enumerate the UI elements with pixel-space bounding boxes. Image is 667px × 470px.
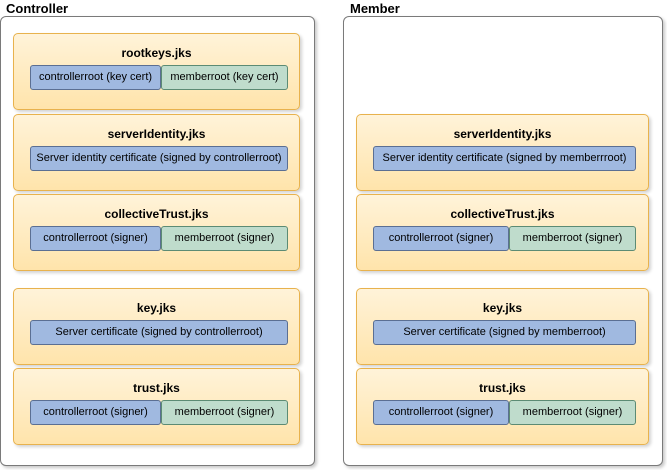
- memberroot-key-cert: memberroot (key cert): [161, 65, 288, 90]
- keystore-title: serverIdentity.jks: [453, 127, 552, 141]
- member-serveridentity-keystore: serverIdentity.jks Server identity certi…: [356, 114, 649, 191]
- keystore-title: key.jks: [136, 301, 177, 315]
- controller-serveridentity-keystore: serverIdentity.jks Server identity certi…: [13, 114, 300, 191]
- controller-collectivetrust-keystore: collectiveTrust.jks controllerroot (sign…: [13, 194, 300, 271]
- server-certificate: Server certificate (signed by controller…: [30, 320, 288, 345]
- member-key-keystore: key.jks Server certificate (signed by me…: [356, 288, 649, 365]
- member-collectivetrust-keystore: collectiveTrust.jks controllerroot (sign…: [356, 194, 649, 271]
- memberroot-signer-cert: memberroot (signer): [509, 226, 636, 251]
- controller-key-keystore: key.jks Server certificate (signed by co…: [13, 288, 300, 365]
- controllerroot-key-cert: controllerroot (key cert): [30, 65, 161, 90]
- memberroot-signer-cert: memberroot (signer): [161, 400, 288, 425]
- controllerroot-signer-cert: controllerroot (signer): [30, 400, 161, 425]
- keystore-title: trust.jks: [479, 381, 526, 395]
- keystore-title: rootkeys.jks: [121, 46, 192, 60]
- memberroot-signer-cert: memberroot (signer): [509, 400, 636, 425]
- server-certificate: Server certificate (signed by memberroot…: [373, 320, 636, 345]
- server-identity-certificate: Server identity certificate (signed by c…: [30, 146, 288, 171]
- member-title: Member: [350, 1, 400, 16]
- controllerroot-signer-cert: controllerroot (signer): [373, 226, 509, 251]
- member-trust-keystore: trust.jks controllerroot (signer) member…: [356, 368, 649, 445]
- controller-trust-keystore: trust.jks controllerroot (signer) member…: [13, 368, 300, 445]
- keystore-title: collectiveTrust.jks: [104, 207, 209, 221]
- memberroot-signer-cert: memberroot (signer): [161, 226, 288, 251]
- controller-title: Controller: [6, 1, 69, 16]
- keystore-title: key.jks: [482, 301, 523, 315]
- keystore-title: serverIdentity.jks: [107, 127, 206, 141]
- controllerroot-signer-cert: controllerroot (signer): [373, 400, 509, 425]
- keystore-title: trust.jks: [133, 381, 180, 395]
- server-identity-certificate: Server identity certificate (signed by m…: [373, 146, 636, 171]
- controller-rootkeys-keystore: rootkeys.jks controllerroot (key cert) m…: [13, 33, 300, 110]
- keystore-title: collectiveTrust.jks: [450, 207, 555, 221]
- controllerroot-signer-cert: controllerroot (signer): [30, 226, 161, 251]
